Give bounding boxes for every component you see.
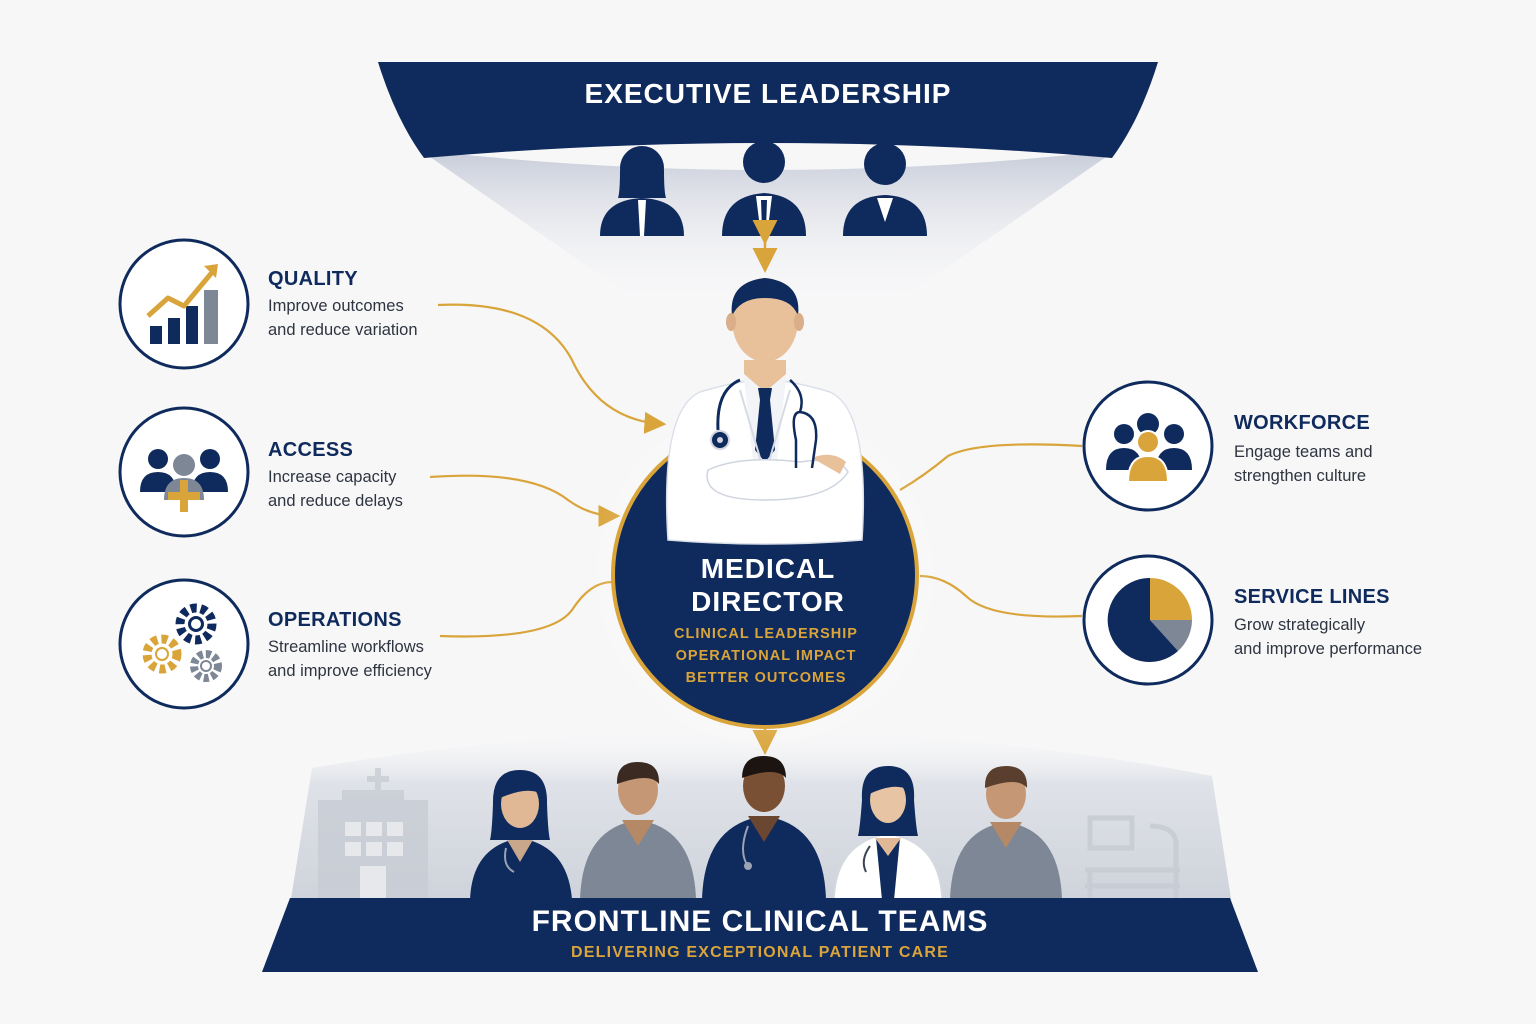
frontline-staff-2-icon	[580, 762, 696, 900]
service-lines-description: Grow strategically and improve performan…	[1234, 616, 1423, 658]
frontline-subtitle: DELIVERING EXCEPTIONAL PATIENT CARE	[570, 944, 950, 961]
director-role-line-2: OPERATIONAL IMPACT	[675, 648, 857, 664]
executive-leadership-section	[378, 62, 1158, 305]
access-description: Increase capacity and reduce delays	[268, 468, 403, 510]
access-icon-circle	[118, 406, 250, 538]
access-title: ACCESS	[268, 439, 354, 461]
team-icon	[1106, 413, 1192, 483]
frontline-doctor-3-icon	[702, 756, 826, 900]
rising-chart-icon	[146, 264, 218, 344]
service-lines-title: SERVICE LINES	[1234, 586, 1390, 608]
workforce-description: Engage teams and strengthen culture	[1234, 443, 1373, 485]
quality-description: Improve outcomes and reduce variation	[268, 297, 418, 339]
frontline-staff-5-icon	[950, 766, 1062, 900]
frontline-banner	[262, 898, 1258, 972]
medical-director-title-line-2: DIRECTOR	[691, 586, 845, 617]
service-lines-icon-circle	[1082, 554, 1214, 686]
executive-banner	[378, 62, 1158, 158]
director-role-line-3: BETTER OUTCOMES	[685, 670, 847, 686]
executive-leadership-title: EXECUTIVE LEADERSHIP	[584, 78, 952, 109]
medical-director-title-line-1: MEDICAL	[700, 553, 836, 584]
quality-title: QUALITY	[268, 268, 358, 290]
director-role-line-1: CLINICAL LEADERSHIP	[674, 626, 858, 642]
quality-connector	[437, 303, 667, 434]
operations-icon-circle	[118, 578, 250, 710]
workforce-title: WORKFORCE	[1234, 412, 1371, 434]
patient-access-icon	[140, 449, 228, 512]
frontline-team-members	[470, 756, 1062, 901]
gears-icon	[142, 603, 222, 682]
frontline-nurse-1-icon	[470, 770, 572, 900]
workforce-icon-circle	[1082, 380, 1214, 512]
operations-title: OPERATIONS	[268, 609, 402, 631]
medical-director-figure-icon	[665, 278, 865, 545]
frontline-title: FRONTLINE CLINICAL TEAMS	[531, 905, 989, 938]
frontline-physician-4-icon	[833, 766, 943, 901]
pie-chart-icon	[1107, 577, 1192, 662]
quality-icon-circle	[118, 238, 250, 370]
access-connector	[429, 474, 621, 527]
workforce-connector	[899, 443, 1083, 491]
hospital-bed-icon	[1085, 815, 1180, 898]
medical-director-title: MEDICAL DIRECTOR	[618, 552, 918, 618]
operations-description: Streamline workflows and improve efficie…	[268, 638, 432, 680]
